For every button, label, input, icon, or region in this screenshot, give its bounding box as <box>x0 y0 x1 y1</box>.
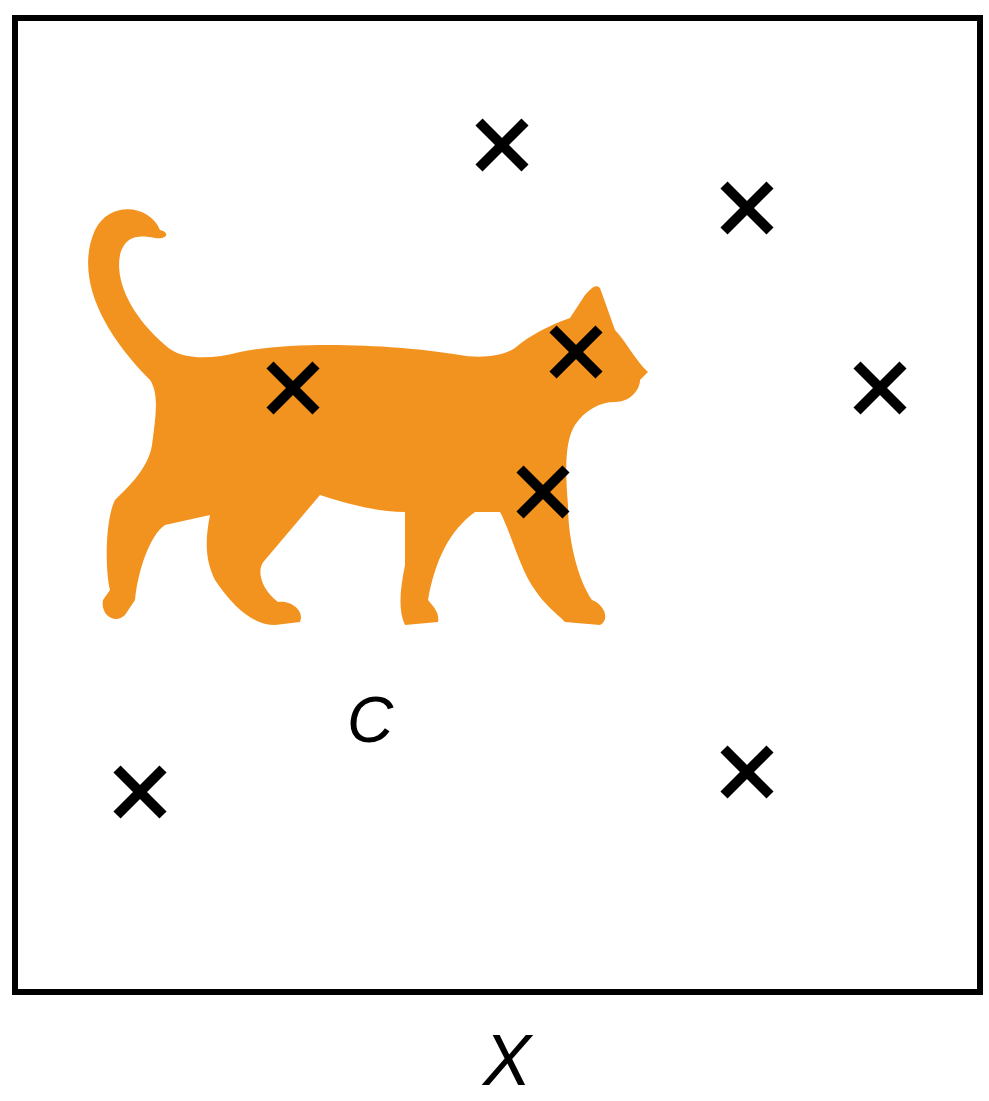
cross-mark <box>270 365 316 411</box>
cross-mark <box>479 122 525 168</box>
set-label: C <box>347 688 393 752</box>
cat-shape <box>88 209 648 625</box>
cat-silhouette <box>80 195 660 645</box>
cross-mark <box>724 749 770 795</box>
cross-mark <box>857 365 903 411</box>
cross-mark <box>724 185 770 231</box>
set-label: X <box>483 1024 531 1096</box>
cross-mark <box>553 329 599 375</box>
cat-subset: C <box>80 195 660 775</box>
cross-mark <box>520 469 566 515</box>
cross-mark <box>117 769 163 815</box>
